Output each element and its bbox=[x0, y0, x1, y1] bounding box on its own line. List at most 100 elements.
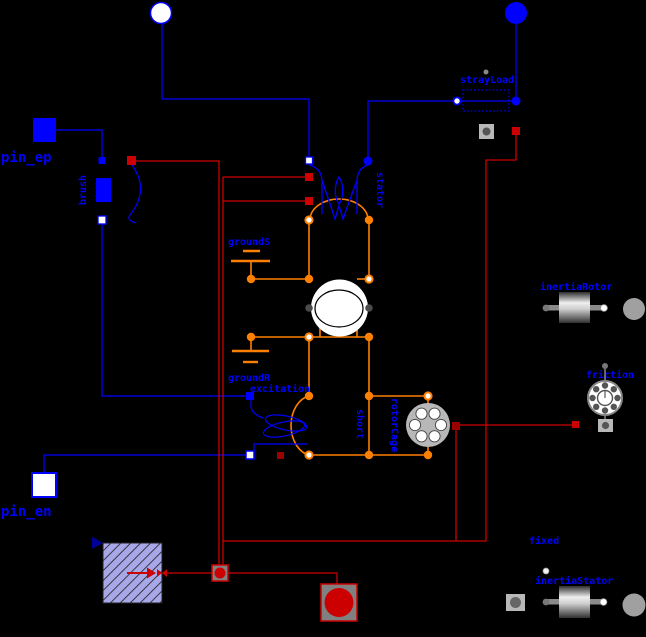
strayload-pin-left[interactable] bbox=[452, 96, 462, 106]
rotorcage-heatport[interactable] bbox=[452, 422, 460, 430]
heatflow-arrow-head bbox=[147, 567, 156, 579]
brush-pin-bottom[interactable] bbox=[97, 215, 107, 225]
brush-label: brush bbox=[78, 175, 89, 205]
fixed-flange-dot[interactable] bbox=[542, 567, 550, 575]
friction-heatport[interactable] bbox=[572, 421, 579, 428]
inertia-stator-label: inertiaStator bbox=[535, 575, 613, 587]
bearing-ball bbox=[593, 403, 600, 410]
strayload-pin-right[interactable] bbox=[511, 96, 521, 106]
pin-ep-square[interactable] bbox=[33, 118, 56, 142]
flange-b-dot[interactable] bbox=[599, 598, 608, 606]
plug-sp[interactable] bbox=[505, 2, 527, 24]
flange-b-dot[interactable] bbox=[600, 304, 608, 312]
airgap-flange-left[interactable] bbox=[305, 304, 313, 312]
stator-heatport-2[interactable] bbox=[305, 197, 313, 205]
stator-pin-sn[interactable] bbox=[304, 156, 314, 165]
component-thermal-ambient[interactable] bbox=[320, 583, 358, 622]
junction-dot[interactable] bbox=[364, 450, 374, 460]
pin-ep-label: pin_ep bbox=[1, 150, 52, 166]
terminal-dot-open[interactable] bbox=[364, 274, 374, 284]
component-thermal-collector[interactable] bbox=[211, 564, 229, 582]
wire-grounds-link[interactable] bbox=[250, 261, 309, 280]
excitation-pin-en[interactable] bbox=[245, 450, 255, 460]
support-gear-icon bbox=[482, 127, 491, 136]
bearing-ball bbox=[601, 407, 609, 414]
component-groundS[interactable]: groundS bbox=[228, 237, 270, 263]
excitation-pin-ep[interactable] bbox=[246, 392, 254, 400]
component-pin-ep[interactable]: pin_ep bbox=[1, 118, 56, 166]
junction-dot[interactable] bbox=[364, 215, 374, 225]
junction-dot[interactable] bbox=[423, 450, 433, 460]
stator-coil-lead-right bbox=[356, 164, 369, 214]
ambient-port[interactable] bbox=[324, 588, 354, 617]
wire-plug-sn-to-stator[interactable] bbox=[161, 24, 310, 156]
junction-dot[interactable] bbox=[246, 332, 256, 342]
terminal-dot-open[interactable] bbox=[304, 332, 314, 342]
wire-pinen-to-excitation[interactable] bbox=[43, 454, 246, 473]
junction-dot[interactable] bbox=[304, 274, 314, 284]
component-stator-winding[interactable]: stator bbox=[304, 156, 385, 222]
airgap-rotor-disc bbox=[311, 279, 368, 337]
stator-label: stator bbox=[374, 172, 385, 208]
excitation-coil-2 bbox=[262, 420, 306, 438]
brush-heatport[interactable] bbox=[127, 156, 136, 165]
collector-port[interactable] bbox=[214, 567, 226, 579]
pin-en-label: pin_en bbox=[1, 504, 52, 520]
component-inertia-stator[interactable]: inertiaStator bbox=[506, 575, 646, 618]
excitation-lead-bottom bbox=[253, 443, 308, 451]
excitation-arc[interactable] bbox=[290, 395, 310, 456]
airgap-flange-right[interactable] bbox=[365, 304, 373, 312]
thermal-wiring bbox=[136, 135, 572, 584]
rotorcage-bar bbox=[408, 418, 422, 432]
terminal-dot-open[interactable] bbox=[423, 391, 433, 401]
airgap-arc[interactable] bbox=[309, 198, 369, 221]
brush-pin-top[interactable] bbox=[98, 157, 106, 164]
flange-a-dot[interactable] bbox=[542, 598, 550, 606]
friction-flange-dot[interactable] bbox=[602, 363, 608, 369]
wire-brush-to-excitation[interactable] bbox=[101, 223, 246, 397]
pin-en-square[interactable] bbox=[31, 472, 57, 498]
wire-collector-to-ambient[interactable] bbox=[228, 572, 338, 584]
stator-pin-sp[interactable] bbox=[363, 156, 373, 166]
junction-dot[interactable] bbox=[304, 391, 314, 401]
support-gear-icon bbox=[601, 421, 610, 430]
groundR-label: groundR bbox=[228, 373, 271, 384]
strayload-heatport[interactable] bbox=[512, 127, 520, 135]
component-friction[interactable]: friction bbox=[572, 363, 634, 432]
component-pin-en[interactable]: pin_en bbox=[1, 472, 57, 520]
plug-sn[interactable] bbox=[149, 1, 173, 25]
short-label: short bbox=[354, 409, 365, 439]
flange-a-dot[interactable] bbox=[542, 304, 550, 312]
rotorcage-bar bbox=[415, 407, 428, 420]
stator-heatport-1[interactable] bbox=[305, 173, 313, 181]
rotorcage-bar bbox=[428, 430, 441, 443]
brush-body bbox=[96, 178, 111, 202]
wire-strayload-to-stator[interactable] bbox=[367, 100, 454, 157]
stator-coil-lens bbox=[334, 175, 344, 206]
component-strayload[interactable]: strayLoad bbox=[452, 69, 521, 140]
component-inertia-rotor[interactable]: inertiaRotor bbox=[540, 281, 645, 323]
component-groundR[interactable]: groundR bbox=[228, 349, 271, 384]
bearing-ball bbox=[601, 382, 609, 389]
component-airgap[interactable] bbox=[305, 279, 373, 337]
inertia-stator-disc bbox=[622, 593, 646, 617]
signal-input-icon[interactable] bbox=[92, 537, 103, 549]
component-rotorcage[interactable]: rotorCage bbox=[389, 398, 461, 452]
support-gear-icon bbox=[510, 597, 521, 608]
wire-strayload-heat[interactable] bbox=[223, 135, 517, 542]
component-brush[interactable]: brush bbox=[78, 156, 142, 225]
junction-dot[interactable] bbox=[364, 332, 374, 342]
component-heatflow-source[interactable] bbox=[92, 537, 167, 604]
terminal-dot-open[interactable] bbox=[304, 450, 314, 460]
shaft-left bbox=[546, 305, 560, 311]
component-excitation[interactable]: excitation bbox=[245, 383, 310, 460]
wire-brush-heat[interactable] bbox=[136, 160, 220, 565]
wire-pinep-to-brush[interactable] bbox=[56, 129, 103, 157]
inertia-cylinder bbox=[559, 586, 590, 618]
terminal-dot-open[interactable] bbox=[304, 215, 314, 225]
junction-dot[interactable] bbox=[364, 391, 374, 401]
excitation-heatport[interactable] bbox=[277, 452, 284, 459]
junction-dot[interactable] bbox=[246, 274, 256, 284]
